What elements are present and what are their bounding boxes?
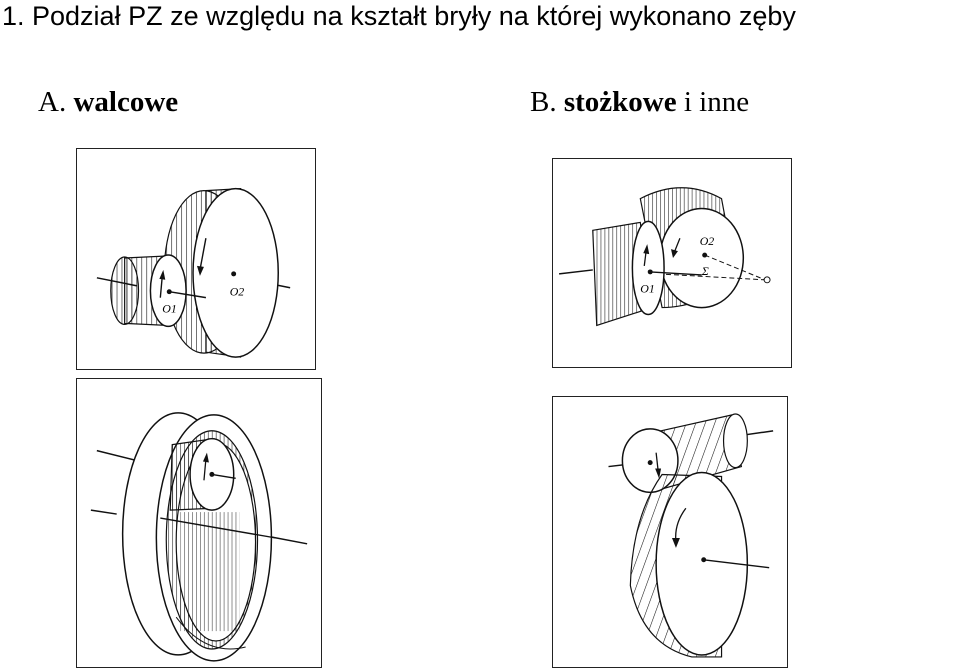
section-a-heading: A. walcowe [38,85,178,119]
section-b-suffix: i inne [683,86,750,118]
crossed-gears-figure [552,396,788,668]
page-title: 1. Podział PZ ze względu na kształt brył… [2,1,796,31]
section-b-heading: B. stożkowe i inne [530,85,749,119]
section-b-letter: B. [530,86,557,118]
bevel-gears-figure: O2 Σ O1 [552,158,792,368]
spur-gears-drawing: O2 O1 [96,187,291,358]
section-a-label: walcowe [73,86,179,118]
internal-gears-drawing [90,412,308,662]
spur-label-o1: O1 [162,302,177,316]
crossed-gears-drawing [608,413,774,658]
spur-label-o2: O2 [230,285,245,299]
spur-gears-figure: O2 O1 [76,148,316,370]
internal-gears-figure [76,378,322,668]
section-a-letter: A. [38,86,67,118]
bevel-label-o2: O2 [700,234,715,248]
bevel-gears-drawing: O2 Σ O1 [558,187,771,327]
section-b-label: stożkowe [563,86,677,118]
bevel-label-angle: Σ [701,264,709,278]
bevel-label-o1: O1 [640,282,655,296]
